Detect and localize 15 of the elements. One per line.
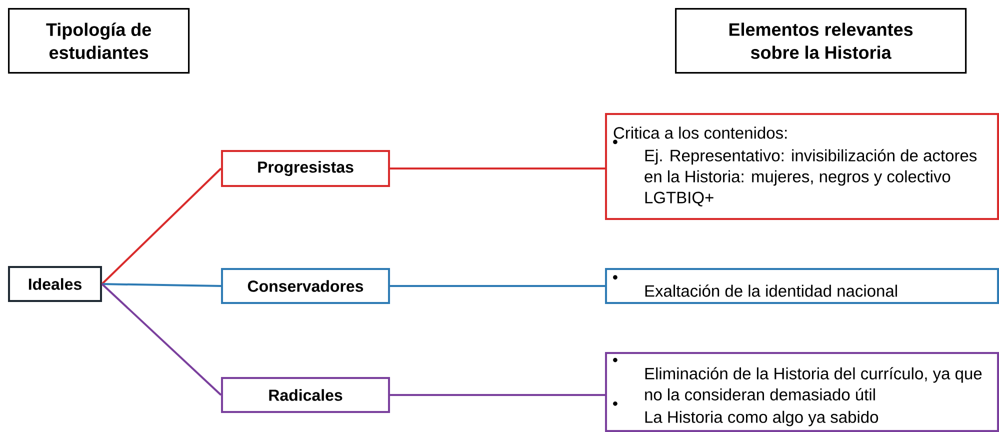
category-box: Radicales	[221, 377, 390, 413]
header-box: Tipología de estudiantes	[8, 8, 190, 74]
connector-line	[101, 283, 222, 396]
connector-line	[101, 168, 222, 285]
header-box: Elementos relevantes sobre la Historia	[675, 8, 967, 74]
detail-box: Eliminación de la Historia del currículo, ya que no la consideran demasiado útil La Historia como algo ya sabido	[605, 352, 999, 432]
detail-box: Exaltación de la identidad nacional	[605, 268, 999, 304]
category-box: Conservadores	[221, 268, 390, 304]
connector-line	[102, 283, 222, 287]
category-box: Ideales	[8, 266, 102, 302]
detail-box: Critica a los contenidos: Ej. Representativo: invisibilización de actores en la Historia: mujeres, negros y colectivo LGTBIQ+	[605, 113, 999, 220]
connector-line	[390, 394, 605, 396]
connector-line	[390, 285, 605, 287]
connector-line	[390, 168, 605, 170]
category-box: Progresistas	[221, 150, 390, 187]
